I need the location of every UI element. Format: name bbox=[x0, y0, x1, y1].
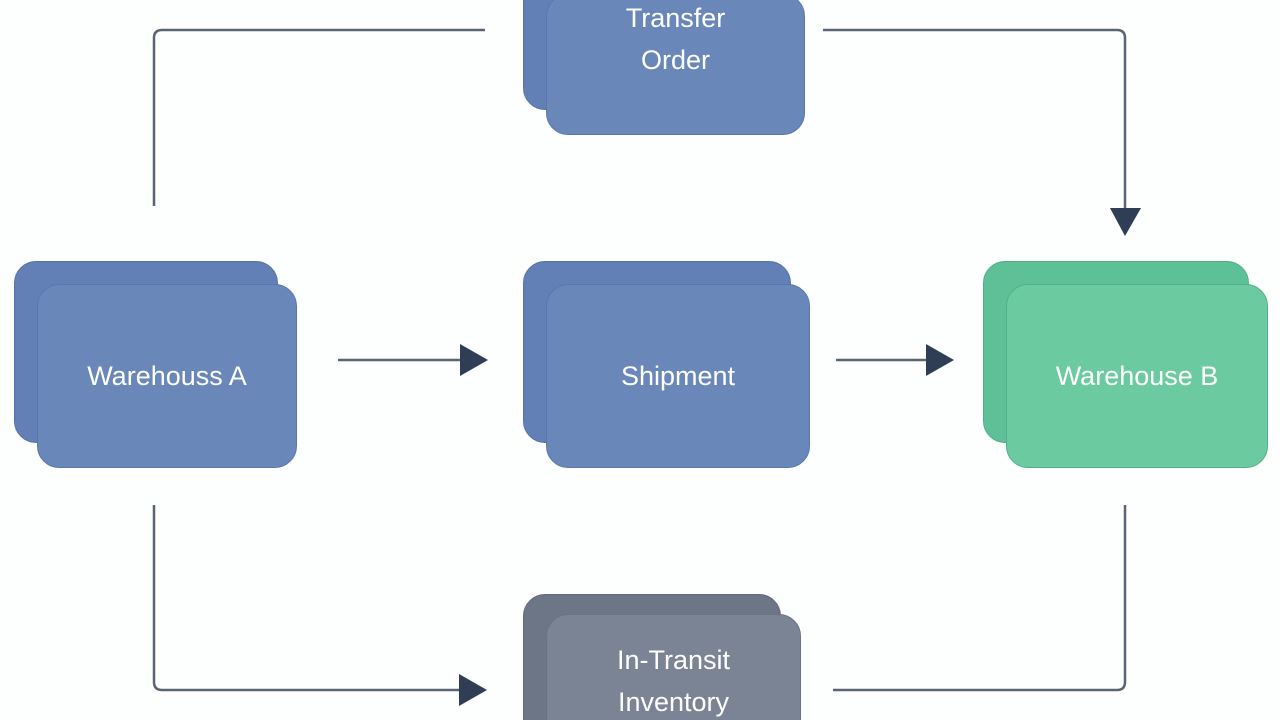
arrowhead-down-icon bbox=[1110, 208, 1141, 236]
node-label-line: In-Transit bbox=[616, 645, 731, 675]
node-card: Warehouss A bbox=[37, 284, 297, 468]
node-card: Warehouse B bbox=[1006, 284, 1268, 468]
node-warehouse-a[interactable]: Warehouss A bbox=[14, 261, 297, 469]
node-card: Shipment bbox=[546, 284, 810, 468]
connector-warehouse-b-to-in-transit bbox=[833, 505, 1127, 692]
node-in-transit-inventory[interactable]: In-Transit Inventory bbox=[523, 594, 801, 720]
node-warehouse-b[interactable]: Warehouse B bbox=[983, 261, 1268, 469]
node-shipment[interactable]: Shipment bbox=[523, 261, 810, 469]
node-transfer-order[interactable]: Transfer Order bbox=[523, 0, 805, 136]
node-label: Warehouse B bbox=[1055, 361, 1219, 391]
node-label: Transfer Order bbox=[626, 0, 726, 81]
arrowhead-right-icon bbox=[459, 674, 487, 706]
node-card: In-Transit Inventory bbox=[546, 614, 801, 720]
arrowhead-right-icon bbox=[926, 344, 954, 376]
node-label: Warehouss A bbox=[87, 361, 247, 391]
node-card: Transfer Order bbox=[546, 0, 805, 135]
connector-warehouse-a-to-transfer-order bbox=[152, 28, 485, 206]
node-label-line: Transfer bbox=[625, 3, 726, 33]
node-label: In-Transit Inventory bbox=[617, 639, 730, 720]
node-label: Shipment bbox=[620, 361, 736, 391]
node-label-line: Inventory bbox=[617, 687, 730, 717]
connector-transfer-order-to-warehouse-b bbox=[823, 28, 1127, 212]
connector-warehouse-a-to-in-transit bbox=[152, 505, 462, 692]
node-label-line: Order bbox=[640, 45, 711, 75]
arrowhead-right-icon bbox=[460, 344, 488, 376]
